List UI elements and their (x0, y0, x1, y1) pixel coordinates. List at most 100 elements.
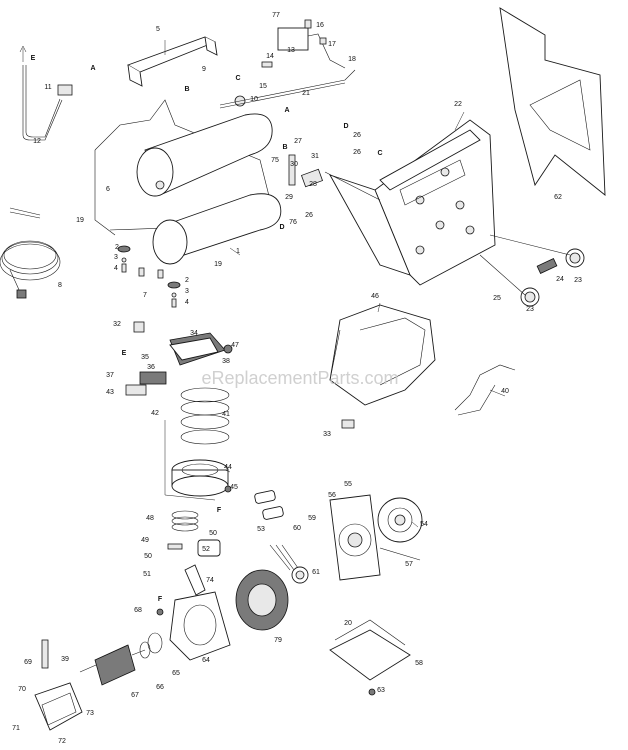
cord-plug (16, 289, 27, 299)
cap-69 (41, 639, 49, 669)
part-label: 73 (86, 710, 94, 717)
flow-arrow-label: C (377, 150, 382, 157)
part-label: 56 (328, 492, 336, 499)
part-label: 30 (290, 161, 298, 168)
part-label: 75 (271, 157, 279, 164)
part-label: 49 (141, 537, 149, 544)
part-label: 35 (141, 354, 149, 361)
washer-66 (139, 641, 151, 659)
rubber-foot (167, 281, 181, 289)
cylinder (171, 459, 232, 497)
rubber-foot (117, 245, 131, 253)
power-cord (0, 207, 61, 299)
part-label: 46 (371, 293, 379, 300)
part-label: 24 (556, 276, 564, 283)
part-label: 26 (305, 212, 313, 219)
part-label: 17 (328, 41, 336, 48)
part-label: 67 (131, 692, 139, 699)
watermark: eReplacementParts.com (201, 368, 398, 388)
part-label: 4 (114, 265, 118, 272)
part-label: 23 (574, 277, 582, 284)
part-label: 34 (190, 330, 198, 337)
part-label: 62 (554, 194, 562, 201)
connecting-rod (184, 564, 206, 596)
hose-assembly (19, 45, 73, 141)
part-label: 54 (420, 521, 428, 528)
fitting-11 (57, 84, 73, 96)
part-label: 48 (146, 515, 154, 522)
part-label: 55 (344, 481, 352, 488)
part-label: 27 (294, 138, 302, 145)
motor-cover (34, 639, 83, 731)
lower-tank-endcap (152, 219, 188, 265)
part-label: 40 (501, 388, 509, 395)
part-label: 32 (113, 321, 121, 328)
lower-tank (164, 193, 282, 259)
flow-arrow-label: B (282, 144, 287, 151)
part-label: 38 (222, 358, 230, 365)
part-label: 45 (230, 484, 238, 491)
upper-tank-endcap (136, 147, 174, 197)
part-label: 70 (18, 686, 26, 693)
pump-shroud (329, 304, 436, 406)
cooling-fan (377, 497, 423, 543)
part-label: 20 (344, 620, 352, 627)
part-label: 2 (115, 244, 119, 251)
part-label: 47 (231, 342, 239, 349)
part-label: 57 (405, 561, 413, 568)
capacitor (254, 490, 276, 504)
rotor (79, 644, 146, 686)
part-label: 31 (311, 153, 319, 160)
flow-arrow-label: E (31, 55, 36, 62)
regulator (300, 168, 324, 188)
part-label: 13 (287, 47, 295, 54)
part-label: 10 (250, 96, 258, 103)
part-label: 37 (106, 372, 114, 379)
pressure-switch-body (277, 27, 309, 51)
part-label: 36 (147, 364, 155, 371)
part-label: 65 (172, 670, 180, 677)
part-label: 74 (206, 577, 214, 584)
quick-coupler (536, 258, 558, 274)
part-label: 50 (144, 553, 152, 560)
part-label: 63 (377, 687, 385, 694)
base-plate (329, 629, 411, 681)
part-label: 19 (76, 217, 84, 224)
flow-arrow-label: D (343, 123, 348, 130)
part-label: 76 (289, 219, 297, 226)
part-label: 69 (24, 659, 32, 666)
part-label: 21 (302, 90, 310, 97)
part-label: 29 (285, 194, 293, 201)
part-label: 18 (348, 56, 356, 63)
part-label: 3 (114, 254, 118, 261)
part-label: 5 (156, 26, 160, 33)
part-label: 64 (202, 657, 210, 664)
part-label: 72 (58, 738, 66, 745)
flow-arrow-label: A (90, 65, 95, 72)
part-label: 79 (274, 637, 282, 644)
part-label: 66 (156, 684, 164, 691)
flow-arrow-label: F (158, 596, 163, 603)
flow-arrow-label: F (217, 507, 222, 514)
part-label: 2 (185, 277, 189, 284)
part-label: 16 (316, 22, 324, 29)
part-label: 4 (185, 299, 189, 306)
part-label: 52 (202, 546, 210, 553)
flow-arrow-label: E (122, 350, 127, 357)
part-label: 25 (493, 295, 501, 302)
part-label: 68 (134, 607, 142, 614)
part-label: 58 (415, 660, 423, 667)
part-label: 1 (236, 248, 240, 255)
gaskets (164, 387, 230, 501)
part-label: 39 (61, 656, 69, 663)
part-label: 22 (454, 101, 462, 108)
part-label: 50 (209, 530, 217, 537)
front-shroud (329, 119, 496, 286)
pressure-switch (219, 19, 356, 109)
handle-62 (499, 7, 606, 196)
flow-arrow-label: C (235, 75, 240, 82)
part-label: 11 (44, 84, 51, 91)
part-label: 44 (224, 464, 232, 471)
